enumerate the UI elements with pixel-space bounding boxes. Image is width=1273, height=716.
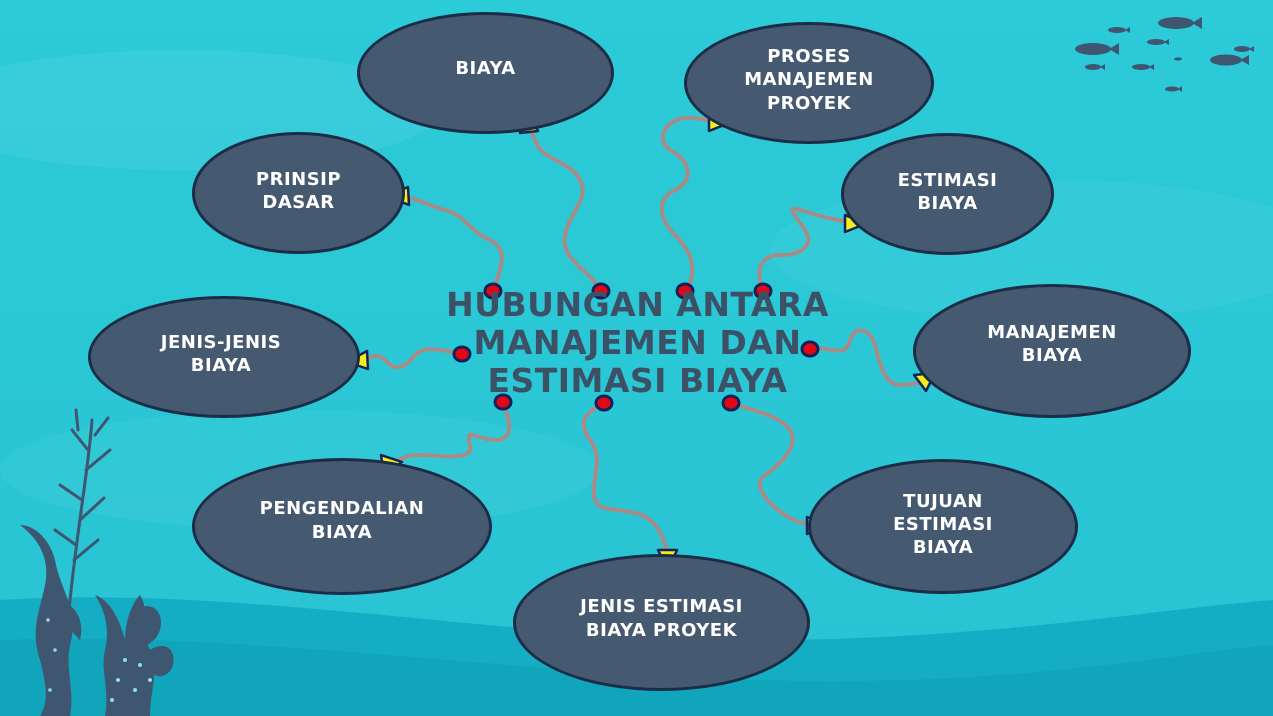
node-pengendalian-biaya[interactable]: PENGENDALIAN BIAYA	[192, 458, 492, 595]
node-jenis-estimasi-biaya-proyek[interactable]: JENIS ESTIMASI BIAYA PROYEK	[513, 554, 810, 691]
fish-school-icon	[1075, 17, 1254, 92]
center-title: HUBUNGAN ANTARA MANAJEMEN DAN ESTIMASI B…	[446, 285, 829, 400]
node-jenis-estimasi-biaya-proyek-label: JENIS ESTIMASI BIAYA PROYEK	[580, 596, 743, 641]
node-jenis-jenis-biaya[interactable]: JENIS-JENIS BIAYA	[88, 296, 360, 418]
node-estimasi-biaya[interactable]: ESTIMASI BIAYA	[841, 133, 1054, 255]
node-proses-manajemen-proyek[interactable]: PROSES MANAJEMEN PROYEK	[684, 22, 934, 144]
node-prinsip-dasar-label: PRINSIP DASAR	[255, 168, 342, 213]
node-manajemen-biaya-label: MANAJEMEN BIAYA	[987, 321, 1117, 366]
node-biaya[interactable]: BIAYA	[357, 12, 614, 134]
node-prinsip-dasar[interactable]: PRINSIP DASAR	[192, 132, 405, 254]
node-tujuan-estimasi-biaya-label: TUJUAN ESTIMASI BIAYA	[893, 490, 993, 559]
node-manajemen-biaya[interactable]: MANAJEMEN BIAYA	[913, 284, 1191, 418]
node-pengendalian-biaya-label: PENGENDALIAN BIAYA	[259, 498, 425, 543]
node-biaya-label: BIAYA	[455, 58, 516, 80]
coral-dots	[46, 618, 152, 702]
node-tujuan-estimasi-biaya[interactable]: TUJUAN ESTIMASI BIAYA	[808, 459, 1078, 594]
node-jenis-jenis-biaya-label: JENIS-JENIS BIAYA	[160, 331, 282, 376]
node-proses-manajemen-proyek-label: PROSES MANAJEMEN PROYEK	[744, 46, 874, 114]
node-estimasi-biaya-label: ESTIMASI BIAYA	[897, 169, 998, 214]
